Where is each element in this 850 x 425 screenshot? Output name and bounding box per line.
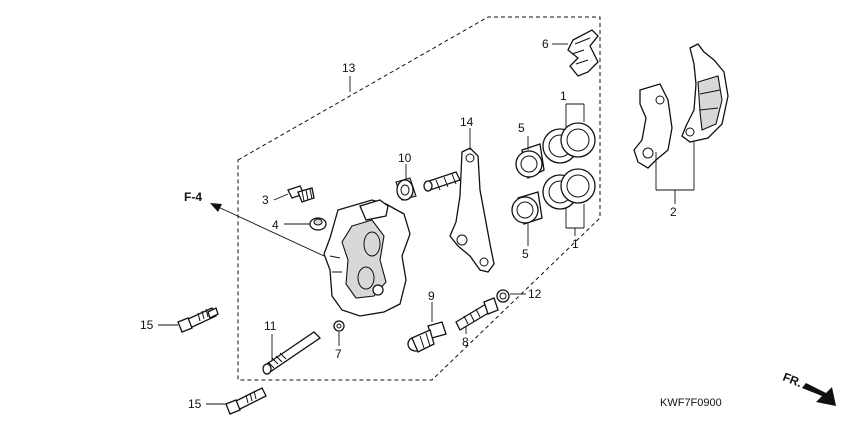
label-part-9: 9 — [428, 289, 435, 303]
label-part-5-bottom: 5 — [522, 247, 529, 261]
flange-bolt-upper-part — [177, 307, 219, 333]
slide-pin-part — [407, 321, 447, 353]
piston-seal-part — [542, 122, 596, 210]
label-part-14: 14 — [460, 115, 474, 129]
label-part-2: 2 — [670, 205, 677, 219]
pin-boot-part — [395, 177, 417, 201]
caliper-assembly-boundary — [237, 16, 601, 381]
pad-spring-part — [567, 29, 599, 77]
bracket-pin-part — [423, 171, 461, 192]
label-part-8: 8 — [462, 335, 469, 349]
label-part-6: 6 — [542, 37, 549, 51]
front-direction-arrow-icon — [802, 383, 836, 406]
flange-bolt-lower-part — [225, 387, 267, 415]
label-part-11: 11 — [264, 319, 277, 333]
caliper-bracket-part — [449, 147, 495, 273]
bleeder-screw-part — [287, 185, 315, 203]
label-part-4: 4 — [272, 218, 279, 232]
pin-boot-small-part — [496, 289, 510, 303]
drawing-code: KWF7F0900 — [660, 397, 722, 409]
bleeder-cap-part — [309, 217, 327, 231]
label-part-15-upper: 15 — [140, 318, 154, 332]
label-ref-f4: F-4 — [184, 190, 202, 204]
label-part-5-top: 5 — [518, 121, 525, 135]
label-part-7: 7 — [335, 347, 342, 361]
pin-bolt-part — [455, 297, 499, 331]
brake-pad-part — [633, 43, 729, 169]
label-part-3: 3 — [262, 193, 269, 207]
caliper-body-part — [323, 199, 411, 317]
pad-pin-part — [262, 331, 322, 375]
label-part-10: 10 — [398, 151, 412, 165]
washer-part — [333, 320, 345, 332]
label-part-1-bottom: 1 — [572, 237, 579, 251]
label-part-12: 12 — [528, 287, 542, 301]
label-part-15-lower: 15 — [188, 397, 202, 411]
label-part-13: 13 — [342, 61, 356, 75]
label-part-1-top: 1 — [560, 89, 567, 103]
reference-arrow — [210, 203, 325, 257]
caliper-piston-part — [511, 143, 545, 225]
leader-lines — [158, 43, 695, 405]
label-front-direction: FR. — [781, 370, 804, 390]
